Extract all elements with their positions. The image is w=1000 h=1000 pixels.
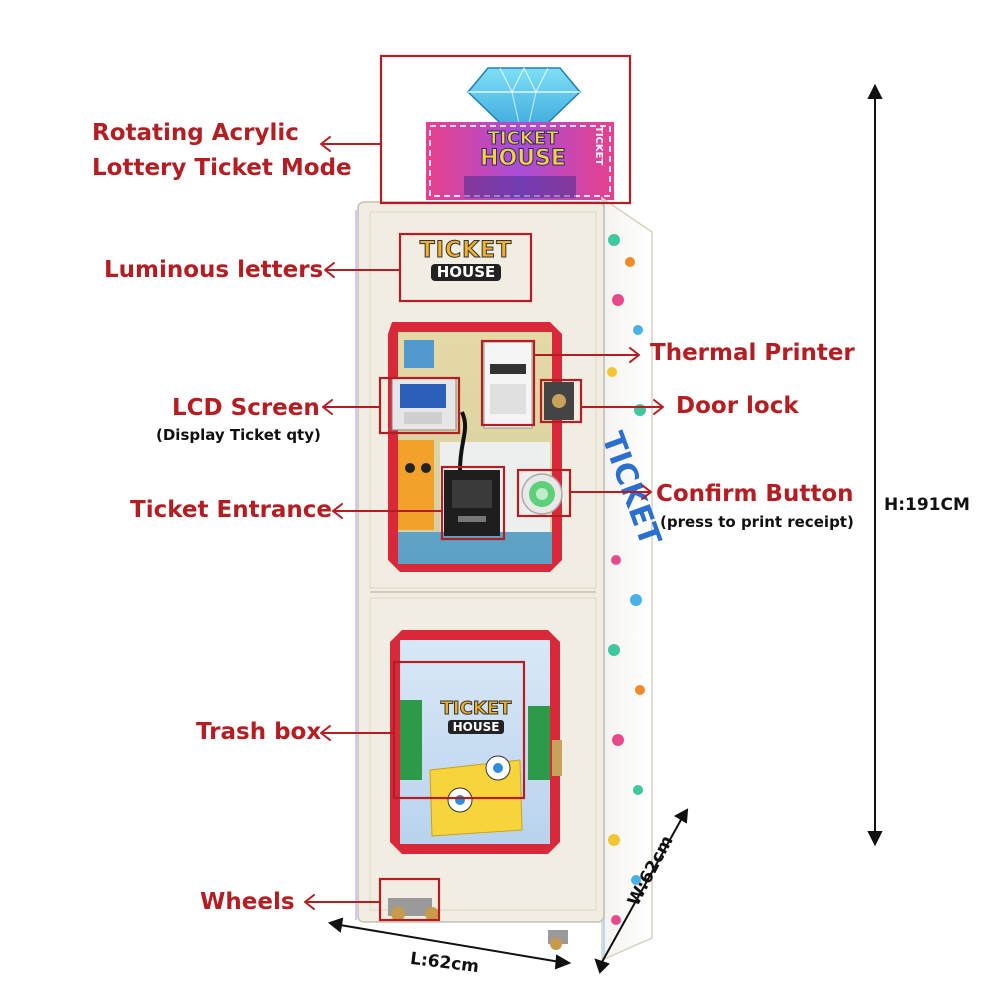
ticket-entrance-device (444, 411, 500, 536)
highlight-box-lcd (378, 376, 461, 435)
logo-top-sign: TICKET HOUSE (468, 128, 578, 171)
logo-luminous-line1: TICKET (419, 238, 513, 263)
label-height: H:191CM (884, 495, 970, 515)
logo-luminous-line2: HOUSE (430, 264, 502, 281)
highlight-box-luminous (398, 232, 533, 303)
door-lock-device (544, 382, 574, 420)
logo-trash-box: TICKET HOUSE (426, 698, 526, 734)
label-wheels: Wheels (200, 889, 295, 915)
label-rotating-acrylic: Rotating Acrylic Lottery Ticket Mode (92, 116, 352, 185)
highlight-box-door-lock (539, 378, 583, 424)
logo-top-line2: HOUSE (480, 146, 567, 171)
length-dimension-arrow (339, 924, 561, 963)
logo-top-line1: TICKET (487, 128, 559, 149)
label-door-lock: Door lock (676, 393, 799, 419)
label-trash-box: Trash box (196, 719, 322, 745)
label-confirm-button: Confirm Button (656, 481, 854, 507)
top-ticket-sign (426, 122, 614, 200)
highlight-box-acrylic (379, 54, 632, 205)
label-lcd-note: (Display Ticket qty) (156, 426, 321, 444)
highlight-box-printer (480, 339, 536, 427)
thermal-printer-device (483, 341, 533, 429)
label-luminous-letters: Luminous letters (104, 257, 324, 283)
logo-trash-line1: TICKET (440, 698, 512, 719)
logo-trash-line2: HOUSE (447, 720, 505, 734)
highlight-box-entrance (440, 465, 506, 541)
label-thermal-printer: Thermal Printer (650, 340, 855, 366)
label-lcd-screen: LCD Screen (172, 395, 320, 421)
cabinet-wheels (388, 898, 568, 950)
label-rotating-acrylic-line2: Lottery Ticket Mode (92, 154, 352, 181)
lcd-screen-device (391, 377, 457, 431)
label-rotating-acrylic-line1: Rotating Acrylic (92, 120, 299, 146)
sign-side-word-left: TICKET (401, 160, 412, 200)
label-confirm-note: (press to print receipt) (660, 513, 854, 531)
label-ticket-entrance: Ticket Entrance (130, 497, 333, 523)
confirm-button-device (521, 473, 563, 515)
highlight-box-trash (392, 660, 526, 800)
width-dimension-arrow (601, 817, 683, 963)
cabinet-side-panel (601, 196, 653, 962)
sign-side-word-right: TICKET (593, 126, 604, 166)
lower-window (390, 630, 562, 854)
logo-luminous-letters: TICKET HOUSE (404, 238, 528, 281)
highlight-box-wheels (378, 877, 441, 922)
